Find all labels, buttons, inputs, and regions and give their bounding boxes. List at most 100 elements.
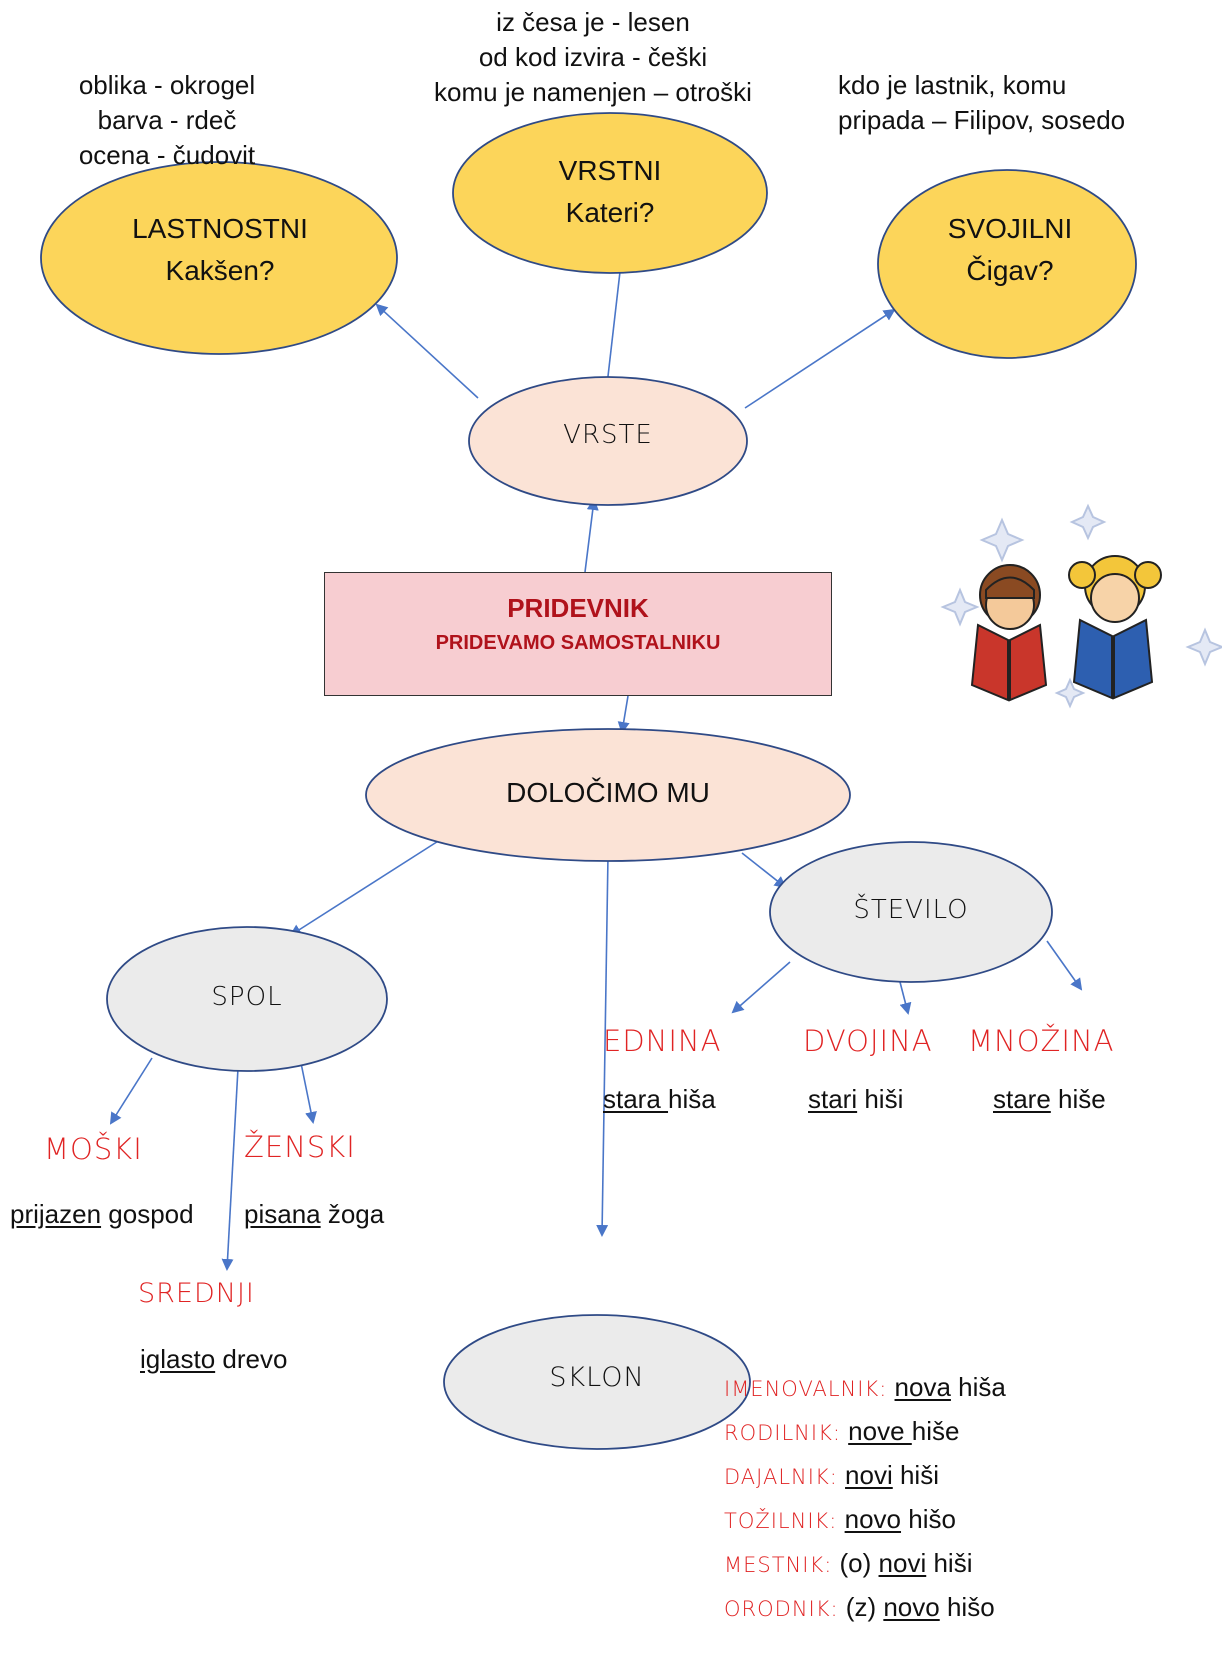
sklon-prefix: (o) bbox=[832, 1548, 879, 1578]
sklon-case: TOŽILNIK: bbox=[724, 1509, 838, 1533]
vrstni-title: VRSTNI bbox=[558, 155, 662, 186]
vrstni-question: Kateri? bbox=[565, 197, 655, 228]
sklon-noun: hišo bbox=[939, 1592, 995, 1622]
moski-example: prijazen gospod bbox=[10, 1197, 194, 1232]
stevilo-label: ŠTEVILO bbox=[853, 895, 969, 925]
mnozina-noun: hiše bbox=[1050, 1084, 1106, 1114]
ednina-example: stara hiša bbox=[603, 1082, 716, 1117]
note-lastnostni: oblika - okrogel barva - rdeč ocena - ču… bbox=[62, 68, 272, 173]
sklon-noun: hiši bbox=[892, 1460, 939, 1490]
oval-stevilo bbox=[769, 841, 1053, 983]
oval-sklon bbox=[443, 1314, 751, 1450]
connector-arrows bbox=[109, 261, 1083, 1271]
sklon-adjective: novo bbox=[883, 1592, 940, 1622]
moski-adjective: prijazen bbox=[10, 1199, 102, 1229]
ednina-adjective: stara bbox=[603, 1084, 669, 1114]
dvojina-adjective: stari bbox=[808, 1084, 858, 1114]
svojilni-label: SVOJILNI Čigav? bbox=[900, 208, 1120, 292]
mnozina-example: stare hiše bbox=[993, 1082, 1106, 1117]
sklon-row: TOŽILNIK: novo hišo bbox=[724, 1502, 1006, 1546]
srednji-noun: drevo bbox=[215, 1344, 288, 1374]
sklon-case: DAJALNIK: bbox=[724, 1465, 838, 1489]
lastnostni-title: LASTNOSTNI bbox=[132, 213, 308, 244]
note-line: barva - rdeč bbox=[97, 105, 237, 135]
arrow-vrste-to-lastnostni bbox=[375, 303, 479, 399]
mnozina-adjective: stare bbox=[993, 1084, 1051, 1114]
srednji-adjective: iglasto bbox=[140, 1344, 216, 1374]
sklon-prefix bbox=[837, 1504, 844, 1534]
zenski-noun: žoga bbox=[320, 1199, 385, 1229]
ednina-label: EDNINA bbox=[603, 1024, 722, 1058]
oval-vrste bbox=[468, 376, 748, 506]
sklon-prefix: (z) bbox=[838, 1592, 884, 1622]
vrstni-label: VRSTNI Kateri? bbox=[500, 150, 720, 234]
vrste-label: VRSTE bbox=[563, 420, 653, 450]
sklon-noun: hiši bbox=[926, 1548, 973, 1578]
sklon-case: RODILNIK: bbox=[724, 1421, 841, 1445]
sklon-prefix bbox=[887, 1372, 894, 1402]
sklon-row: MESTNIK: (o) novi hiši bbox=[724, 1546, 1006, 1590]
sklon-row: IMENOVALNIK: nova hiša bbox=[724, 1370, 1006, 1414]
sklon-adjective: novi bbox=[878, 1548, 927, 1578]
mnozina-label: MNOŽINA bbox=[968, 1024, 1115, 1058]
sklon-row: DAJALNIK: novi hiši bbox=[724, 1458, 1006, 1502]
sklon-case: IMENOVALNIK: bbox=[724, 1377, 888, 1401]
sklon-adjective: novi bbox=[845, 1460, 893, 1490]
ednina-noun: hiša bbox=[668, 1084, 716, 1114]
arrow-spol-to-srednji bbox=[221, 1067, 239, 1271]
dvojina-noun: hiši bbox=[857, 1084, 904, 1114]
note-svojilni: kdo je lastnik, komu pripada – Filipov, … bbox=[838, 68, 1125, 138]
zenski-adjective: pisana bbox=[244, 1199, 321, 1229]
arrow-stevilo-to-mnozina bbox=[1046, 940, 1083, 991]
sklon-label: SKLON bbox=[549, 1362, 645, 1393]
arrow-stevilo-to-dvojina bbox=[899, 981, 912, 1015]
sklon-adjective: novo bbox=[844, 1504, 902, 1534]
dvojina-example: stari hiši bbox=[808, 1082, 903, 1117]
note-line: kdo je lastnik, komu bbox=[838, 70, 1067, 100]
arrow-dolocimo-to-spol bbox=[289, 837, 444, 937]
zenski-example: pisana žoga bbox=[244, 1197, 384, 1232]
sklon-noun: hišo bbox=[901, 1504, 956, 1534]
sklon-list: IMENOVALNIK: nova hiša RODILNIK: nove hi… bbox=[724, 1370, 1006, 1634]
arrow-pridevnik-to-vrste bbox=[584, 498, 599, 573]
note-line: pripada – Filipov, sosedo bbox=[838, 105, 1126, 135]
sklon-case: ORODNIK: bbox=[724, 1597, 839, 1621]
pridevnik-subtitle: PRIDEVAMO SAMOSTALNIKU bbox=[435, 632, 721, 654]
sklon-prefix bbox=[838, 1460, 845, 1490]
note-line: oblika - okrogel bbox=[78, 70, 256, 100]
srednji-example: iglasto drevo bbox=[140, 1342, 287, 1377]
moski-label: MOŠKI bbox=[44, 1132, 143, 1166]
oval-lastnostni bbox=[40, 161, 398, 355]
arrow-vrste-to-vrstni bbox=[606, 261, 626, 386]
oval-spol bbox=[106, 926, 388, 1072]
arrow-dolocimo-to-sklon bbox=[596, 854, 609, 1237]
oval-vrstni bbox=[452, 112, 768, 274]
note-line: od kod izvira - češki bbox=[478, 42, 708, 72]
svojilni-title: SVOJILNI bbox=[947, 213, 1073, 244]
srednji-label: SREDNJI bbox=[138, 1278, 255, 1309]
sklon-noun: hiša bbox=[950, 1372, 1006, 1402]
dolocimo-label: DOLOČIMO MU bbox=[506, 777, 710, 808]
arrow-spol-to-moski bbox=[109, 1057, 153, 1125]
dvojina-label: DVOJINA bbox=[803, 1024, 933, 1058]
arrow-spol-to-zenski bbox=[300, 1062, 317, 1124]
lastnostni-label: LASTNOSTNI Kakšen? bbox=[110, 208, 330, 292]
oval-dolocimo bbox=[365, 728, 851, 862]
arrow-dolocimo-to-stevilo bbox=[741, 852, 787, 889]
arrow-pridevnik-to-dolocimo bbox=[617, 695, 630, 734]
sklon-adjective: nove bbox=[848, 1416, 912, 1446]
pridevnik-box: PRIDEVNIK PRIDEVAMO SAMOSTALNIKU bbox=[324, 572, 832, 696]
note-line: iz česa je - lesen bbox=[496, 7, 690, 37]
spol-label: SPOL bbox=[211, 982, 283, 1012]
sklon-case: MESTNIK: bbox=[724, 1553, 833, 1577]
arrow-stevilo-to-ednina bbox=[731, 961, 791, 1014]
sklon-row: ORODNIK: (z) novo hišo bbox=[724, 1590, 1006, 1634]
sklon-noun: hiše bbox=[911, 1416, 960, 1446]
sklon-adjective: nova bbox=[894, 1372, 951, 1402]
children-reading-clipart bbox=[940, 503, 1222, 709]
moski-noun: gospod bbox=[101, 1199, 194, 1229]
sklon-row: RODILNIK: nove hiše bbox=[724, 1414, 1006, 1458]
svojilni-question: Čigav? bbox=[966, 255, 1054, 286]
oval-svojilni bbox=[877, 169, 1137, 359]
